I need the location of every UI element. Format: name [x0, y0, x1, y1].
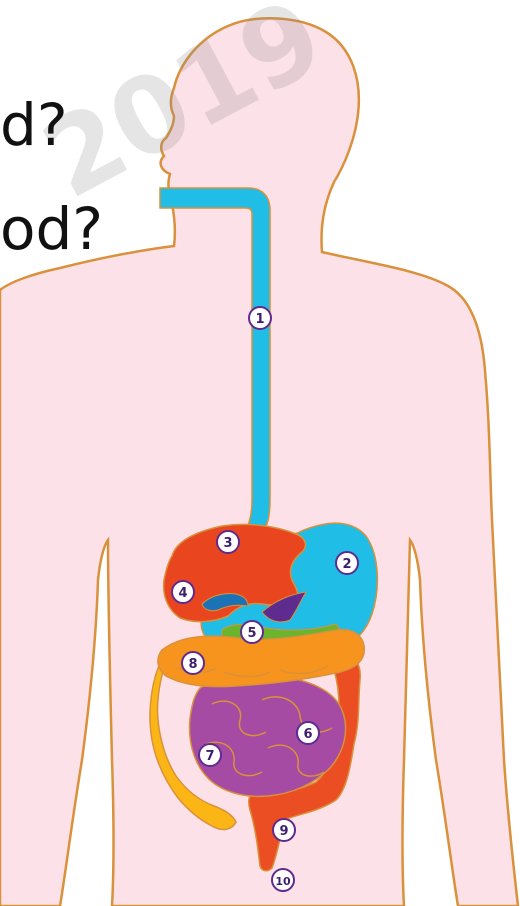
marker-stomach: 2 [336, 552, 358, 574]
marker-label: 5 [247, 626, 256, 641]
marker-gallbladder: 4 [172, 581, 194, 603]
marker-small-intestine: 6 [297, 722, 319, 744]
marker-label: 1 [255, 312, 264, 327]
question-line-2: od? [0, 200, 103, 258]
marker-label: 6 [303, 727, 312, 742]
marker-anus: 10 [272, 869, 294, 891]
marker-esophagus: 1 [249, 307, 271, 329]
marker-ascending-colon: 7 [199, 744, 221, 766]
marker-duodenum: 5 [241, 621, 263, 643]
marker-label: 8 [188, 657, 197, 672]
marker-transverse-colon: 8 [182, 652, 204, 674]
marker-label: 3 [223, 536, 232, 551]
marker-label: 7 [205, 749, 214, 764]
question-line-1: d? [0, 96, 68, 154]
marker-label: 4 [178, 586, 187, 601]
marker-rectum: 9 [273, 819, 295, 841]
marker-label: 10 [275, 875, 291, 888]
marker-liver: 3 [217, 531, 239, 553]
marker-label: 9 [279, 824, 288, 839]
marker-label: 2 [342, 557, 351, 572]
